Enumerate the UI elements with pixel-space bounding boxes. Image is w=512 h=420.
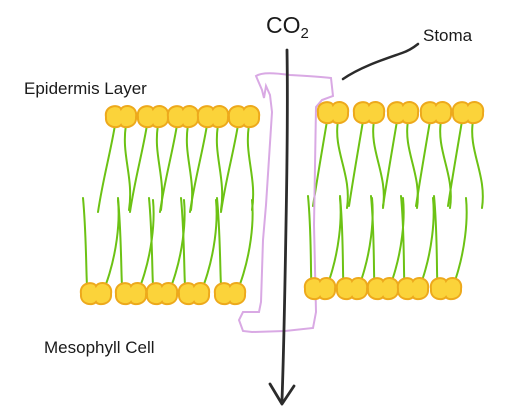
lower-cell-tail xyxy=(355,197,374,289)
lower-cell-tail xyxy=(233,199,254,294)
upper-cell-tail xyxy=(189,124,208,213)
lower-cell-tail xyxy=(339,195,347,289)
upper-cell-tail xyxy=(336,120,349,209)
upper-epidermis-cell-head xyxy=(386,100,420,125)
upper-cell-tail xyxy=(348,120,364,207)
lower-cell-tail xyxy=(148,197,157,294)
mesophyll-cell-head xyxy=(396,276,430,301)
upper-epidermis-cell-head xyxy=(419,100,453,125)
lower-cell-tail xyxy=(197,199,218,294)
upper-epidermis-cell-head xyxy=(166,104,200,129)
co2-subscript: 2 xyxy=(300,25,309,42)
down-arrow-icon xyxy=(268,48,296,406)
co2-arrow-shaft xyxy=(280,48,289,402)
upper-epidermis-cell-head xyxy=(451,100,485,125)
upper-cell-tail xyxy=(372,120,385,209)
lower-cell-tail xyxy=(117,197,126,294)
upper-cell-tail xyxy=(155,124,164,211)
co2-label: CO2 xyxy=(266,12,309,42)
upper-epidermis-cell-head xyxy=(104,104,138,129)
upper-cell-tail xyxy=(220,124,239,213)
upper-cell-tail xyxy=(185,124,194,211)
lower-cell-tail xyxy=(307,195,315,289)
mesophyll-cell-head xyxy=(213,281,247,306)
upper-cell-tail xyxy=(406,120,419,209)
upper-cell-tail xyxy=(159,124,178,213)
mesophyll-cell-head xyxy=(335,276,369,301)
cell-tails-group xyxy=(82,120,484,294)
stoma-channel-outline xyxy=(237,72,335,334)
co2-text: CO xyxy=(266,12,301,38)
mesophyll-cell-label: Mesophyll Cell xyxy=(44,338,155,357)
upper-cell-tail xyxy=(447,120,463,207)
upper-cell-tail xyxy=(382,120,398,207)
lower-cell-tail xyxy=(82,197,91,294)
mesophyll-cell-head xyxy=(429,276,463,301)
upper-cell-tail xyxy=(97,124,116,213)
upper-epidermis-cell-head xyxy=(352,100,386,125)
upper-cell-tail xyxy=(415,120,431,207)
lower-cell-tail xyxy=(370,195,378,289)
upper-cell-tail xyxy=(123,124,132,211)
lower-cell-tail xyxy=(433,195,441,289)
mesophyll-cell-head xyxy=(79,281,113,306)
lower-cell-tail xyxy=(416,197,435,289)
upper-epidermis-cell-head xyxy=(316,100,350,125)
lower-cell-tail xyxy=(449,197,468,289)
lower-cell-tail xyxy=(323,197,342,289)
upper-cell-tail xyxy=(129,124,148,213)
mesophyll-cell-head xyxy=(145,281,179,306)
upper-cell-tail xyxy=(439,120,452,209)
mesophyll-cell-head xyxy=(114,281,148,306)
co2-arrow-head xyxy=(268,382,296,406)
cell-heads-group xyxy=(79,100,485,306)
mesophyll-cell-head xyxy=(303,276,337,301)
upper-epidermis-cell-head xyxy=(136,104,170,129)
upper-cell-tail xyxy=(246,124,255,211)
stoma-pointer-line xyxy=(341,42,420,81)
mesophyll-cell-head xyxy=(177,281,211,306)
upper-epidermis-cell-head xyxy=(227,104,261,129)
stoma-label: Stoma xyxy=(423,26,473,45)
upper-epidermis-cell-head xyxy=(196,104,230,129)
lower-cell-tail xyxy=(99,199,120,294)
mesophyll-cell-head xyxy=(366,276,400,301)
epidermis-layer-label: Epidermis Layer xyxy=(24,79,147,98)
upper-cell-tail xyxy=(471,120,484,209)
